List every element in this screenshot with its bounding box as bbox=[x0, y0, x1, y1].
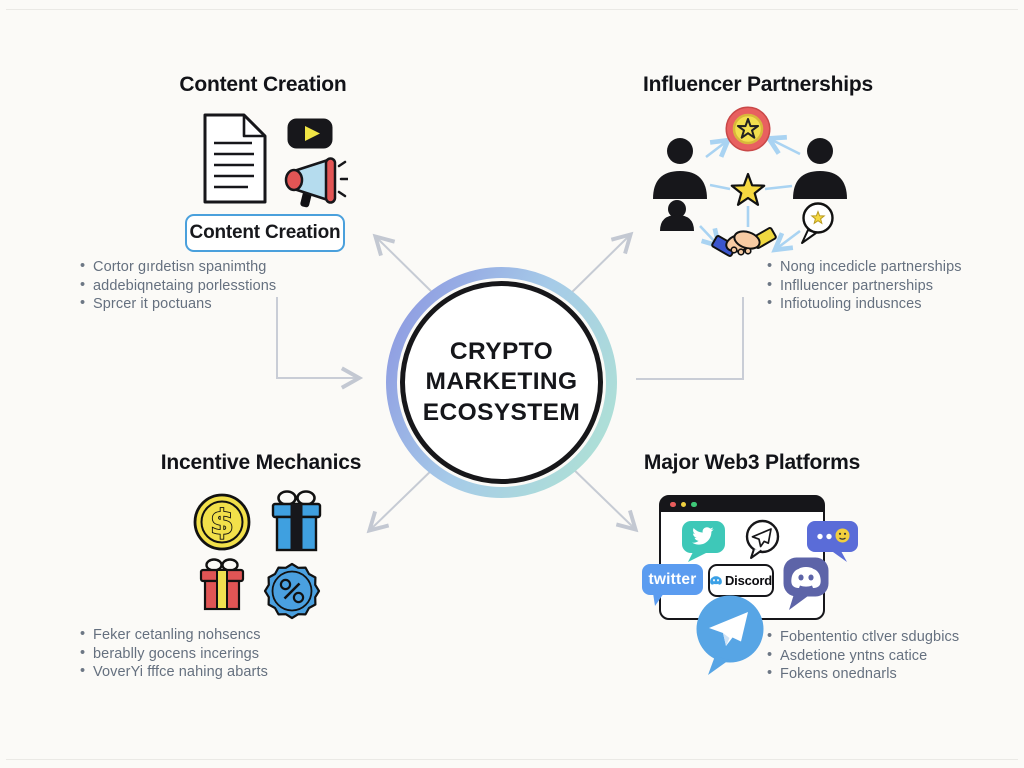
person-small-icon bbox=[660, 200, 694, 231]
influencer-partnerships-title: Influencer Partnerships bbox=[643, 73, 873, 96]
page-edge-top bbox=[6, 9, 1018, 10]
window-dot-red bbox=[670, 501, 676, 508]
gift-blue-icon bbox=[271, 490, 322, 552]
bullet-item: addebiqnetaing porlesstions bbox=[79, 276, 349, 296]
arrow-to-web3-platforms bbox=[568, 464, 639, 533]
center-title-line1: CRYPTO bbox=[449, 337, 554, 365]
page-edge-bottom bbox=[6, 759, 1018, 760]
bullet-item: Infiotuoling indusnces bbox=[766, 294, 1016, 314]
incentive-mechanics-bullets: Feker cetanling nohsencs berablly gocens… bbox=[79, 625, 349, 682]
megaphone-icon bbox=[284, 157, 348, 208]
center-hub: CRYPTO MARKETING ECOSYSTEM bbox=[385, 266, 618, 499]
arrow-to-influencer-partnerships bbox=[566, 231, 634, 298]
twitter-bird-icon bbox=[682, 521, 725, 562]
chat-dots-icon bbox=[807, 521, 858, 562]
bullet-item: Feker cetanling nohsencs bbox=[79, 625, 349, 645]
bullet-item: Asdetione yntns catice bbox=[766, 646, 1016, 666]
bullet-item: Inflluencer partnerships bbox=[766, 276, 1016, 296]
discount-badge-icon bbox=[263, 562, 321, 620]
youtube-play-icon bbox=[287, 118, 333, 149]
arrow-to-incentive-mechanics bbox=[366, 465, 437, 534]
center-title-line3: ECOSYSTEM bbox=[422, 398, 581, 426]
content-creation-bullets: Cortor gırdetisn spanimthg addebiqnetain… bbox=[79, 257, 349, 314]
web3-platforms-title: Major Web3 Platforms bbox=[643, 451, 861, 474]
browser-header bbox=[661, 497, 823, 512]
bullet-item: Fokens onednarls bbox=[766, 664, 1016, 684]
svg-text:$: $ bbox=[210, 503, 234, 543]
handshake-icon bbox=[711, 227, 777, 257]
discord-pill: Discord bbox=[708, 564, 774, 597]
window-dot-green bbox=[691, 501, 697, 508]
influencer-network-graphic bbox=[653, 106, 847, 257]
discord-label-text: Discord bbox=[724, 573, 772, 588]
speech-bubble-star-icon bbox=[801, 202, 834, 244]
bullet-item: Cortor gırdetisn spanimthg bbox=[79, 257, 349, 277]
content-creation-title: Content Creation bbox=[179, 73, 347, 96]
discord-mascot-icon bbox=[783, 557, 829, 610]
center-title: CRYPTO MARKETING ECOSYSTEM bbox=[385, 266, 618, 499]
bullet-item: Nong incedicle partnerships bbox=[766, 257, 1016, 277]
web3-platforms-bullets: Fobententio ctlver sdugbics Asdetione yn… bbox=[766, 627, 1016, 684]
medal-star-icon bbox=[725, 106, 771, 152]
dollar-coin-icon: $ bbox=[193, 493, 251, 551]
twitter-label-text: twitter bbox=[648, 570, 697, 588]
telegram-icon bbox=[696, 595, 764, 675]
bullet-item: VoverYi fffce nahing abarts bbox=[79, 662, 349, 682]
incentive-mechanics-title: Incentive Mechanics bbox=[160, 451, 362, 474]
person-icon bbox=[793, 138, 847, 199]
star-icon bbox=[730, 172, 766, 206]
arrow-to-content-creation bbox=[372, 233, 438, 298]
center-hub-ring bbox=[386, 267, 617, 498]
content-creation-badge-label: Content Creation bbox=[189, 222, 341, 243]
person-icon bbox=[653, 138, 707, 199]
influencer-partnerships-bullets: Nong incedicle partnerships Inflluencer … bbox=[766, 257, 1016, 314]
elbow-connector-right bbox=[636, 297, 744, 380]
content-creation-badge: Content Creation bbox=[185, 214, 345, 252]
discord-logo-icon bbox=[710, 576, 722, 585]
gift-red-icon bbox=[199, 558, 245, 611]
bullet-item: berablly gocens incerings bbox=[79, 644, 349, 664]
twitter-label-tail bbox=[653, 593, 664, 606]
center-title-line2: MARKETING bbox=[425, 368, 578, 396]
telegram-outline-icon bbox=[745, 519, 780, 559]
twitter-label-bubble: twitter bbox=[642, 564, 703, 595]
bullet-item: Fobententio ctlver sdugbics bbox=[766, 627, 1016, 647]
elbow-connector-left bbox=[276, 297, 364, 390]
document-icon bbox=[203, 113, 267, 204]
bullet-item: Sprcer it poctuans bbox=[79, 294, 349, 314]
window-dot-yellow bbox=[680, 501, 686, 508]
